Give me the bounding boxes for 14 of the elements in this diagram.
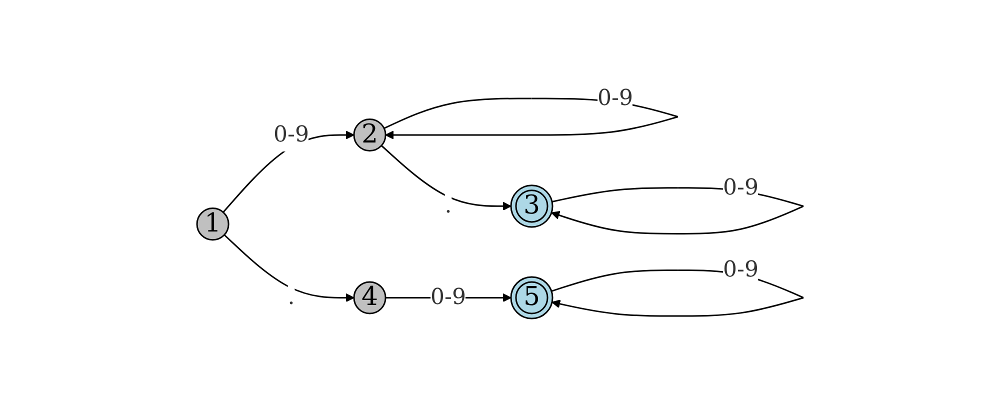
node-circle: 2 bbox=[352, 118, 386, 152]
edge-label: 0-9 bbox=[722, 175, 758, 200]
arrow bbox=[223, 234, 354, 302]
arrow bbox=[380, 144, 512, 210]
node-circle: 5 bbox=[510, 276, 553, 319]
edge-label: 0-9 bbox=[273, 122, 309, 148]
node-circle: 3 bbox=[510, 184, 553, 228]
edge-label: 0-9 bbox=[597, 86, 633, 111]
edge-label: 0-9 bbox=[430, 284, 466, 310]
node-circle: 1 bbox=[196, 207, 229, 240]
edge-label: 0-9 bbox=[722, 257, 758, 282]
edge-label: . bbox=[444, 193, 452, 218]
edge-label: . bbox=[287, 284, 294, 310]
node-circle: 4 bbox=[352, 280, 386, 314]
